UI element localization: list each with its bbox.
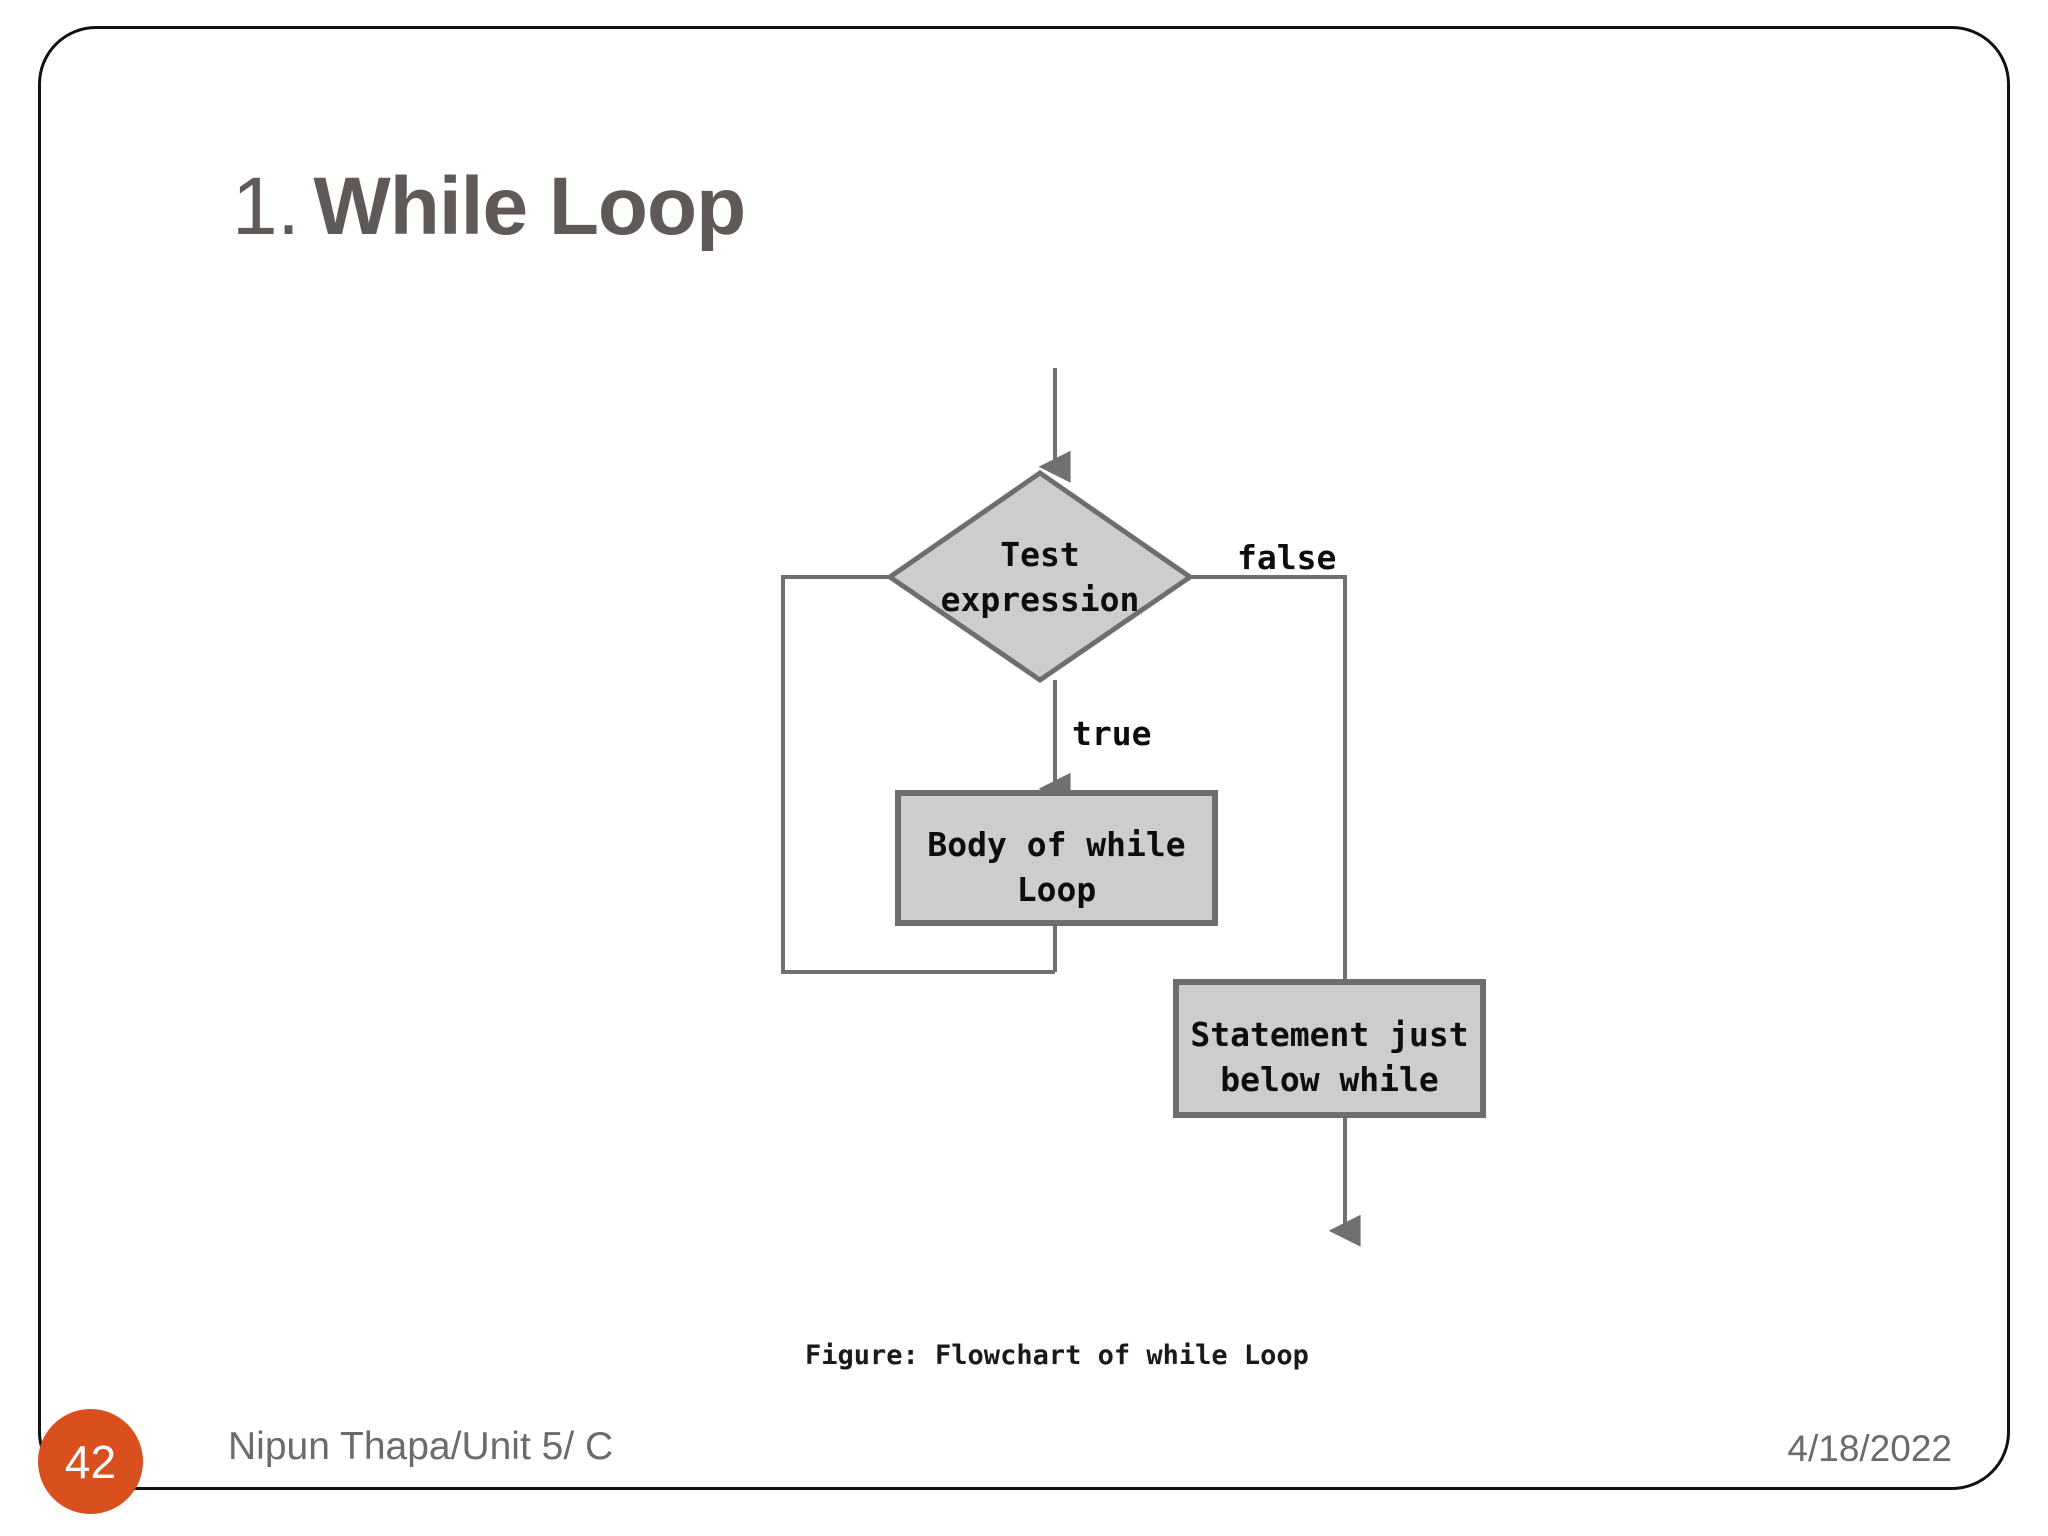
figure-caption: Figure: Flowchart of while Loop bbox=[805, 1340, 1309, 1371]
edge-label-true: true bbox=[1072, 714, 1152, 753]
footer-date-label: 4/18/2022 bbox=[1787, 1428, 1952, 1469]
page-number-badge: 42 bbox=[38, 1409, 143, 1514]
decision-node-label: Test expression bbox=[940, 535, 1140, 619]
edge-loop-back bbox=[781, 575, 1055, 974]
statement-node-label: Statement just below while bbox=[1190, 1015, 1469, 1099]
body-node-shape bbox=[895, 790, 1218, 926]
decision-node-shape bbox=[885, 469, 1195, 684]
statement-node-shape bbox=[1173, 979, 1486, 1118]
footer-author-label: Nipun Thapa/Unit 5/ C bbox=[228, 1425, 614, 1468]
edge-false-branch bbox=[1190, 575, 1347, 982]
title-number: 1. bbox=[232, 161, 300, 252]
title-label: While Loop bbox=[313, 161, 746, 252]
body-node-label: Body of while Loop bbox=[927, 825, 1186, 909]
edge-label-false: false bbox=[1237, 538, 1337, 577]
page-title: 1.While Loop bbox=[232, 160, 746, 254]
